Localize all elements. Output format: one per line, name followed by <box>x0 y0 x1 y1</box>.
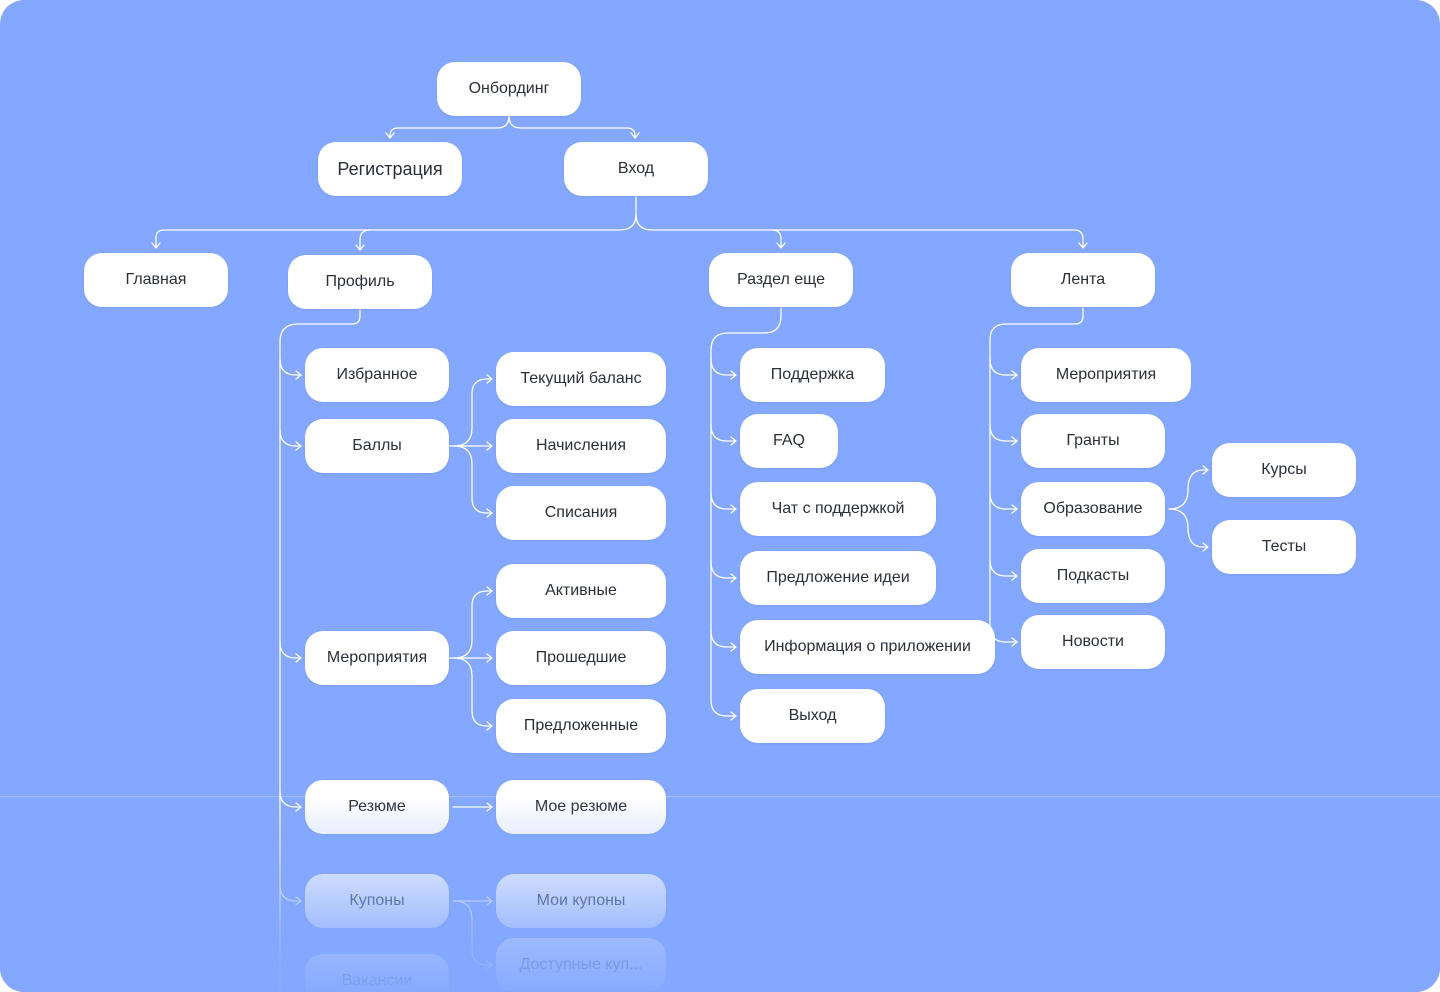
connector-profile-trunk <box>279 309 361 992</box>
connector-points-writeoffs <box>453 445 493 514</box>
connector-7 <box>710 492 737 510</box>
node-idea[interactable]: Предложение идеи <box>740 551 936 605</box>
arrowhead-right <box>730 504 737 514</box>
connector-events-active <box>453 590 493 659</box>
arrowhead-right <box>295 370 302 380</box>
node-registration[interactable]: Регистрация <box>318 142 462 196</box>
connector-5 <box>710 358 737 376</box>
connector-events-proposed <box>453 657 493 727</box>
connector-onboarding-login <box>508 115 636 139</box>
connector-13 <box>989 559 1018 577</box>
connector-11 <box>989 424 1018 442</box>
node-education[interactable]: Образование <box>1021 482 1165 536</box>
node-grants[interactable]: Гранты <box>1021 414 1165 468</box>
connector-points-balance <box>453 378 493 447</box>
node-onboarding[interactable]: Онбординг <box>437 62 581 116</box>
arrowhead-down <box>151 242 161 249</box>
node-faq[interactable]: FAQ <box>740 414 838 468</box>
node-more[interactable]: Раздел еще <box>709 253 853 307</box>
connector-login-feed <box>635 213 1084 249</box>
node-news[interactable]: Новости <box>1021 615 1165 669</box>
arrowhead-right <box>486 374 493 384</box>
node-feed-events[interactable]: Мероприятия <box>1021 348 1191 402</box>
node-resume[interactable]: Резюме <box>305 780 449 834</box>
connector-12 <box>989 492 1018 510</box>
connector-9 <box>710 630 737 648</box>
connector-more-trunk <box>710 307 782 717</box>
node-podcasts[interactable]: Подкасты <box>1021 549 1165 603</box>
node-logout[interactable]: Выход <box>740 689 885 743</box>
node-app-info[interactable]: Информация о приложении <box>740 620 995 674</box>
arrowhead-right <box>1011 436 1018 446</box>
arrowhead-down <box>355 244 365 251</box>
arrowhead-down <box>776 242 786 249</box>
node-favorites[interactable]: Избранное <box>305 348 449 402</box>
connector-coupons-available <box>453 900 493 966</box>
node-past[interactable]: Прошедшие <box>496 631 666 685</box>
node-writeoffs[interactable]: Списания <box>496 486 666 540</box>
node-main[interactable]: Главная <box>84 253 228 307</box>
arrowhead-right <box>486 721 493 731</box>
connector-6 <box>710 424 737 442</box>
arrowhead-right <box>295 653 302 663</box>
node-login[interactable]: Вход <box>564 142 708 196</box>
arrowhead-down <box>630 132 640 139</box>
arrowhead-right <box>1011 571 1018 581</box>
arrowhead-right <box>730 436 737 446</box>
node-support-chat[interactable]: Чат с поддержкой <box>740 482 936 536</box>
arrowhead-right <box>1011 637 1018 647</box>
arrowhead-right <box>730 573 737 583</box>
arrowhead-right <box>1011 504 1018 514</box>
connector-1 <box>279 429 302 447</box>
arrowhead-right <box>1011 370 1018 380</box>
connector-login-main <box>155 196 637 249</box>
node-coupons[interactable]: Купоны <box>305 874 449 928</box>
arrowhead-right <box>1202 542 1209 552</box>
arrowhead-right <box>486 586 493 596</box>
arrowhead-down <box>385 132 395 139</box>
connector-0 <box>279 358 302 376</box>
arrowhead-right <box>730 642 737 652</box>
node-tests[interactable]: Тесты <box>1212 520 1356 574</box>
node-active[interactable]: Активные <box>496 564 666 618</box>
connector-education-tests <box>1168 508 1209 548</box>
node-profile[interactable]: Профиль <box>288 255 432 309</box>
node-vacancies[interactable]: Вакансии <box>305 954 449 992</box>
node-proposed[interactable]: Предложенные <box>496 699 666 753</box>
node-profile-events[interactable]: Мероприятия <box>305 631 449 685</box>
node-accruals[interactable]: Начисления <box>496 419 666 473</box>
node-current-balance[interactable]: Текущий баланс <box>496 352 666 406</box>
connector-8 <box>710 561 737 579</box>
arrowhead-right <box>730 711 737 721</box>
connector-login-more <box>771 229 782 249</box>
connector-education-courses <box>1168 469 1209 510</box>
node-my-resume[interactable]: Мое резюме <box>496 780 666 834</box>
node-courses[interactable]: Курсы <box>1212 443 1356 497</box>
connector-10 <box>989 358 1018 376</box>
arrowhead-down <box>1078 242 1088 249</box>
connector-onboarding-registration <box>389 115 510 139</box>
arrowhead-right <box>486 441 493 451</box>
arrowhead-right <box>730 370 737 380</box>
arrowhead-right <box>1202 465 1209 475</box>
arrowhead-right <box>486 653 493 663</box>
arrowhead-right <box>486 508 493 518</box>
node-my-coupons[interactable]: Мои купоны <box>496 874 666 928</box>
node-support[interactable]: Поддержка <box>740 348 885 402</box>
node-points[interactable]: Баллы <box>305 419 449 473</box>
arrowhead-right <box>295 441 302 451</box>
connector-login-profile <box>359 229 371 251</box>
node-feed[interactable]: Лента <box>1011 253 1155 307</box>
node-available-coupons[interactable]: Доступные куп... <box>496 938 666 992</box>
connector-2 <box>279 641 302 659</box>
